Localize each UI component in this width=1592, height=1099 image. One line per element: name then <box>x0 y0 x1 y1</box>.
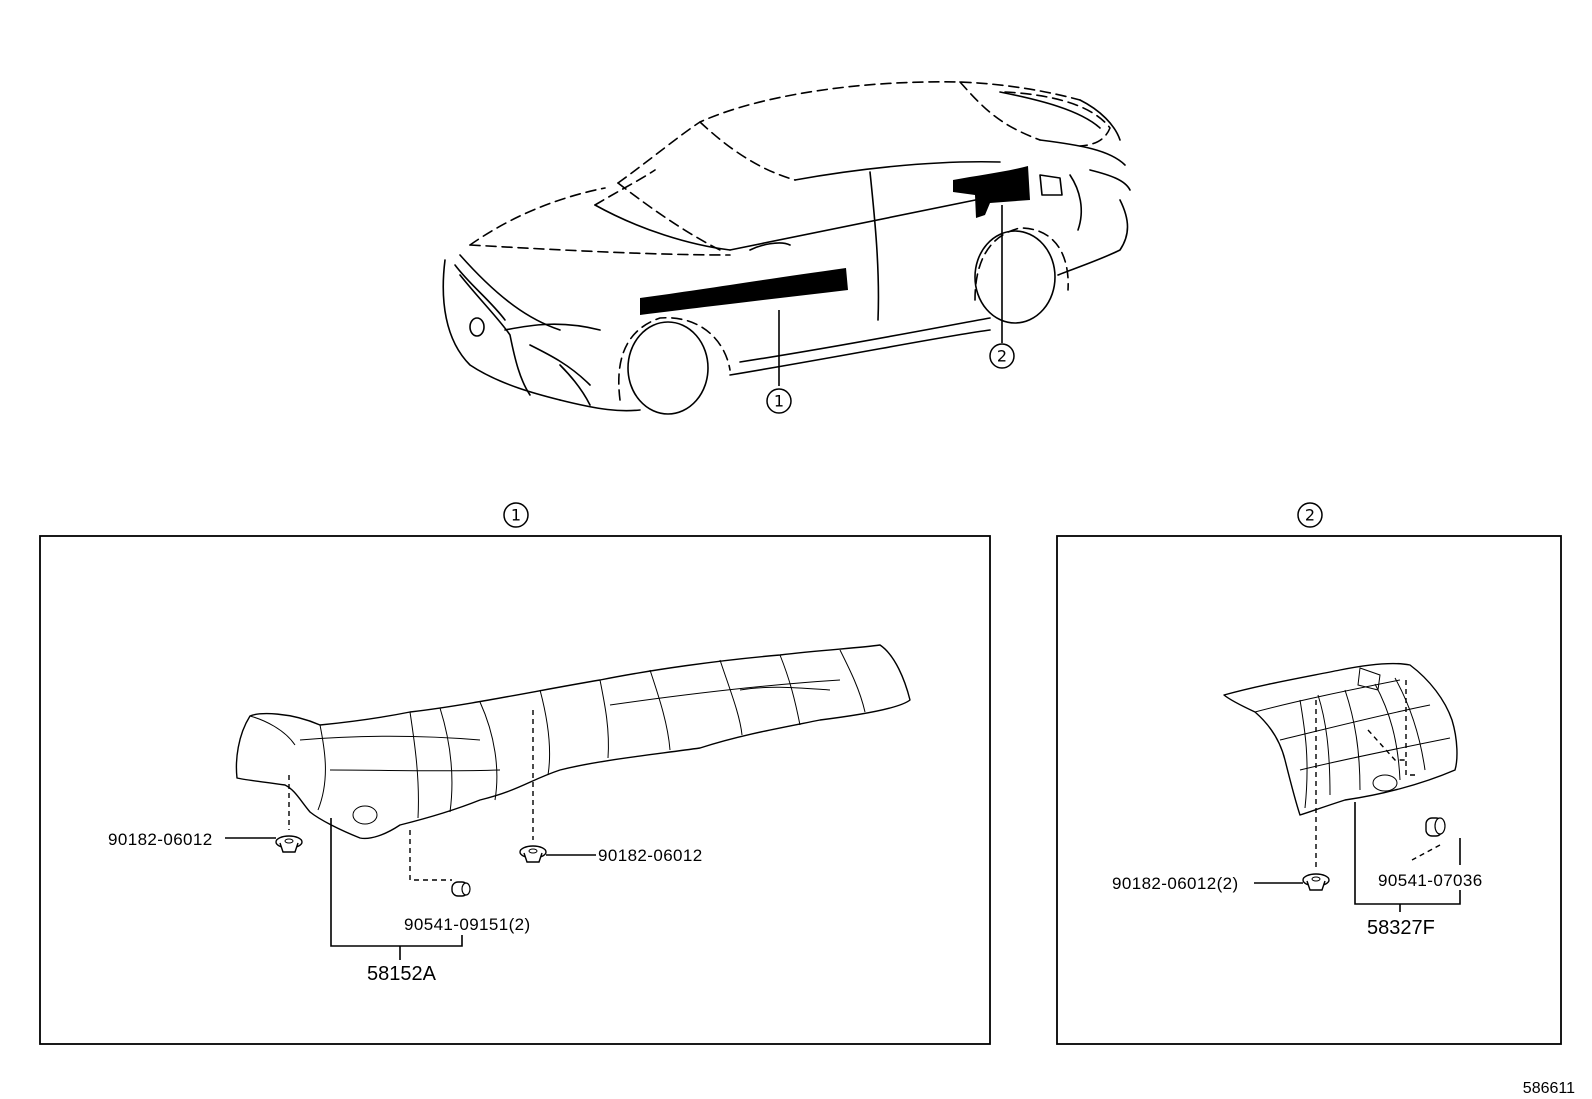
section-2-frame <box>1056 535 1562 1045</box>
front-floor-heat-insulator-part[interactable] <box>235 644 911 840</box>
part-label-p4: 90182-06012(2) <box>1112 874 1239 893</box>
svg-text:2: 2 <box>1305 506 1315 525</box>
insulator-area-1 <box>640 268 848 315</box>
vehicle-overview: 1 2 <box>442 81 1131 415</box>
clip-90182-right[interactable] <box>519 845 547 863</box>
section-1: 1 <box>39 502 991 1045</box>
clip-90182-06012-2[interactable] <box>1302 873 1330 891</box>
section-1-marker[interactable]: 1 <box>503 502 529 528</box>
section-2: 2 <box>1056 502 1562 1045</box>
part-label-p3: 90541-09151(2) <box>404 915 531 934</box>
insulator-area-2 <box>953 166 1030 218</box>
nut-90541-09151[interactable] <box>451 881 471 897</box>
rear-floor-heat-insulator-part[interactable] <box>1223 662 1458 816</box>
part-label-p5: 90541-07036 <box>1378 871 1483 890</box>
part-label-p2: 90182-06012 <box>598 846 703 865</box>
nut-90541-07036[interactable] <box>1425 817 1446 837</box>
svg-text:2: 2 <box>997 347 1007 366</box>
svg-text:1: 1 <box>511 506 521 525</box>
car-callout-1[interactable]: 1 <box>766 388 792 414</box>
svg-text:1: 1 <box>774 392 784 411</box>
section-2-marker[interactable]: 2 <box>1297 502 1323 528</box>
part-label-p1: 90182-06012 <box>108 830 213 849</box>
assembly-label-58152A: 58152A <box>367 963 437 985</box>
car-callout-2[interactable]: 2 <box>989 343 1015 369</box>
assembly-label-58327F: 58327F <box>1367 917 1435 939</box>
section-1-frame <box>39 535 991 1045</box>
clip-90182-left[interactable] <box>275 835 303 853</box>
diagram-code: 586611 <box>1523 1080 1575 1097</box>
